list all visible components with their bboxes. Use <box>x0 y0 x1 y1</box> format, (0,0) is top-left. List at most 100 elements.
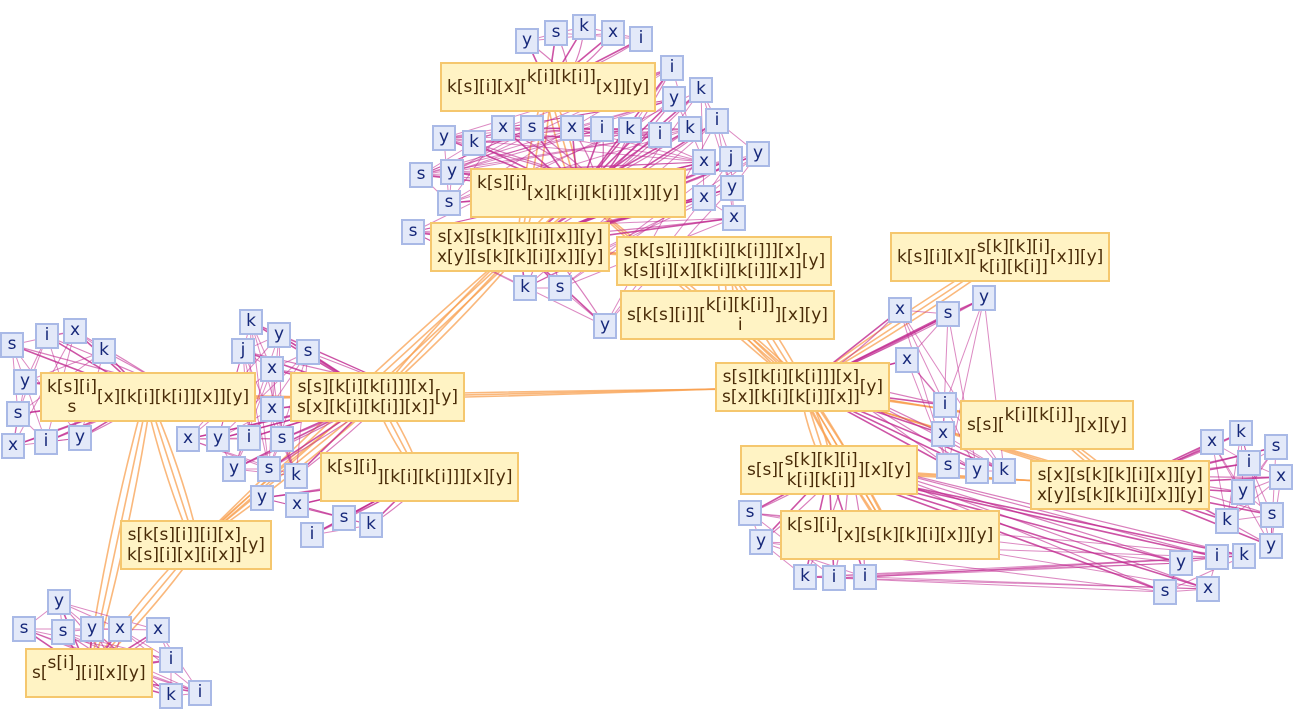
expression-node[interactable]: s[k[s][i]][k[i][k[i]]][x]k[s][i][x][k[i]… <box>616 236 833 286</box>
leaf-node[interactable]: i <box>159 647 183 673</box>
expression-node[interactable]: s[x][s[k][k][i][x]][y]x[y][s[k][k][i][x]… <box>1030 460 1211 510</box>
leaf-node[interactable]: y <box>662 86 686 112</box>
leaf-node[interactable]: x <box>285 492 309 518</box>
leaf-node[interactable]: x <box>260 356 284 382</box>
leaf-node[interactable]: k <box>1232 543 1256 569</box>
leaf-node[interactable]: k <box>689 77 713 103</box>
leaf-node[interactable]: x <box>108 616 132 642</box>
leaf-node[interactable]: k <box>239 309 263 335</box>
leaf-node[interactable]: k <box>513 275 537 301</box>
leaf-node[interactable]: s <box>520 115 544 141</box>
leaf-node[interactable]: i <box>1237 450 1261 476</box>
leaf-node[interactable]: k <box>359 512 383 538</box>
leaf-node[interactable]: x <box>931 421 955 447</box>
leaf-node[interactable]: i <box>629 26 653 52</box>
leaf-node[interactable]: i <box>590 116 614 142</box>
leaf-node[interactable]: s <box>401 219 425 245</box>
leaf-node[interactable]: y <box>267 322 291 348</box>
leaf-node[interactable]: s <box>548 275 572 301</box>
leaf-node[interactable]: y <box>80 616 104 642</box>
leaf-node[interactable]: s <box>1153 579 1177 605</box>
leaf-node[interactable]: x <box>63 318 87 344</box>
leaf-node[interactable]: i <box>35 323 59 349</box>
leaf-node[interactable]: x <box>722 205 746 231</box>
leaf-node[interactable]: x <box>146 617 170 643</box>
expression-node[interactable]: k[s][i] [x][k[i][k[i]][x]][y] <box>470 168 687 218</box>
leaf-node[interactable]: s <box>1264 434 1288 460</box>
leaf-node[interactable]: i <box>853 564 877 590</box>
leaf-node[interactable]: s <box>257 456 281 482</box>
leaf-node[interactable]: s <box>544 20 568 46</box>
leaf-node[interactable]: x <box>1196 576 1220 602</box>
leaf-node[interactable]: y <box>515 28 539 54</box>
leaf-node[interactable]: k <box>92 338 116 364</box>
leaf-node[interactable]: i <box>237 425 261 451</box>
expression-node[interactable]: s[s][k[i][k[i]] ][x][y] <box>960 400 1134 450</box>
expression-node[interactable]: s[k[s][i]][k[i][k[i]]i][x][y] <box>620 290 835 340</box>
leaf-node[interactable]: j <box>231 338 255 364</box>
leaf-node[interactable]: k <box>159 683 183 709</box>
leaf-node[interactable]: y <box>972 285 996 311</box>
expression-node[interactable]: k[s][i] ][k[i][k[i]]][x][y] <box>320 452 520 502</box>
leaf-node[interactable]: x <box>692 149 716 175</box>
leaf-node[interactable]: y <box>440 159 464 185</box>
leaf-node[interactable]: x <box>1269 464 1293 490</box>
leaf-node[interactable]: s <box>332 505 356 531</box>
leaf-node[interactable]: x <box>176 426 200 452</box>
leaf-node[interactable]: s <box>409 162 433 188</box>
leaf-node[interactable]: y <box>746 141 770 167</box>
leaf-node[interactable]: x <box>260 396 284 422</box>
leaf-node[interactable]: y <box>68 425 92 451</box>
leaf-node[interactable]: y <box>222 456 246 482</box>
leaf-node[interactable]: x <box>895 347 919 373</box>
expression-node[interactable]: k[s][i][x][k[i][k[i]] [x]][y] <box>440 62 657 112</box>
leaf-node[interactable]: s <box>936 301 960 327</box>
leaf-node[interactable]: s <box>0 332 24 358</box>
leaf-node[interactable]: y <box>206 426 230 452</box>
leaf-node[interactable]: j <box>719 146 743 172</box>
leaf-node[interactable]: i <box>933 392 957 418</box>
leaf-node[interactable]: s <box>296 339 320 365</box>
leaf-node[interactable]: x <box>692 185 716 211</box>
leaf-node[interactable]: s <box>270 426 294 452</box>
leaf-node[interactable]: i <box>1205 544 1229 570</box>
leaf-node[interactable]: s <box>738 500 762 526</box>
leaf-node[interactable]: x <box>888 297 912 323</box>
leaf-node[interactable]: i <box>34 429 58 455</box>
leaf-node[interactable]: x <box>1200 429 1224 455</box>
leaf-node[interactable]: k <box>793 564 817 590</box>
leaf-node[interactable]: y <box>965 458 989 484</box>
leaf-node[interactable]: x <box>1 433 25 459</box>
leaf-node[interactable]: k <box>1229 420 1253 446</box>
leaf-node[interactable]: k <box>572 14 596 40</box>
leaf-node[interactable]: i <box>660 55 684 81</box>
leaf-node[interactable]: s <box>437 190 461 216</box>
leaf-node[interactable]: y <box>593 313 617 339</box>
leaf-node[interactable]: i <box>822 565 846 591</box>
expression-node[interactable]: s[x][s[k][k][i][x]][y]x[y][s[k][k][i][x]… <box>430 222 611 272</box>
leaf-node[interactable]: y <box>47 589 71 615</box>
leaf-node[interactable]: x <box>601 20 625 46</box>
leaf-node[interactable]: k <box>992 458 1016 484</box>
leaf-node[interactable]: i <box>648 122 672 148</box>
expression-node[interactable]: k[s][i] [x][s[k][k][i][x]][y] <box>780 510 1001 560</box>
leaf-node[interactable]: y <box>749 529 773 555</box>
leaf-node[interactable]: y <box>432 125 456 151</box>
leaf-node[interactable]: x <box>491 115 515 141</box>
expression-node[interactable]: k[s][i][x][s[k][k][i]k[i][k[i]][x]][y] <box>890 232 1111 282</box>
leaf-node[interactable]: k <box>462 130 486 156</box>
leaf-node[interactable]: k <box>618 117 642 143</box>
leaf-node[interactable]: i <box>300 522 324 548</box>
leaf-node[interactable]: k <box>1215 508 1239 534</box>
leaf-node[interactable]: y <box>250 485 274 511</box>
leaf-node[interactable]: k <box>284 463 308 489</box>
leaf-node[interactable]: s <box>51 619 75 645</box>
leaf-node[interactable]: y <box>13 369 37 395</box>
expression-node[interactable]: s[k[s][i]][i][x]k[s][i][x][i[x]][y] <box>120 520 272 570</box>
leaf-node[interactable]: x <box>560 115 584 141</box>
leaf-node[interactable]: y <box>720 175 744 201</box>
leaf-node[interactable]: s <box>12 616 36 642</box>
leaf-node[interactable]: s <box>936 453 960 479</box>
expression-node[interactable]: s[s[i] ][i][x][y] <box>25 648 153 698</box>
leaf-node[interactable]: i <box>188 680 212 706</box>
